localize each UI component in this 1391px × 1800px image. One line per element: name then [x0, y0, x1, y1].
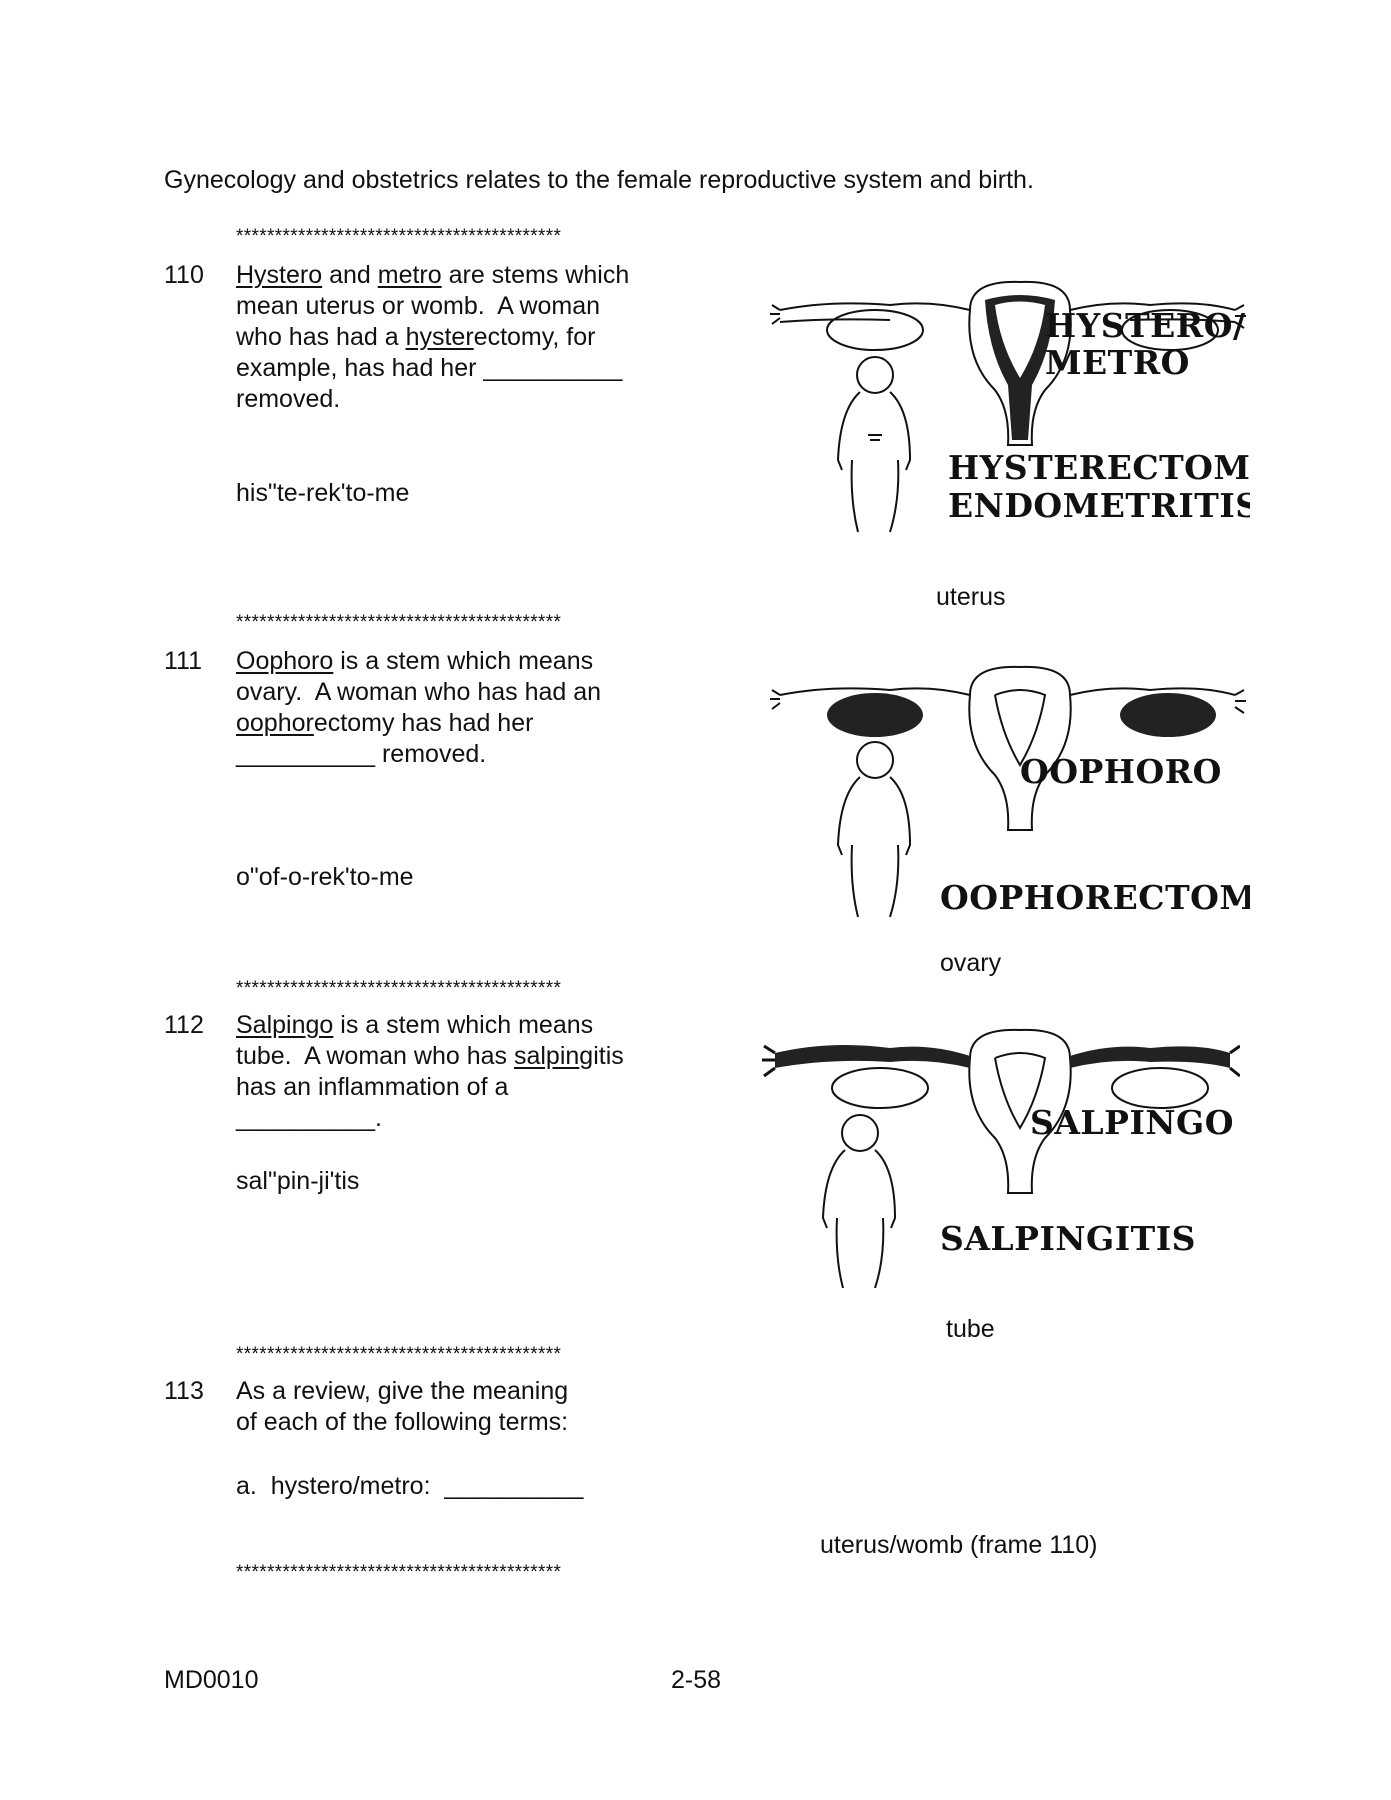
frame-number: 112 — [164, 1011, 204, 1039]
text-segment: is a stem which means — [333, 1011, 594, 1039]
label-oophorectomy: OOPHORECTOMY — [940, 878, 1250, 917]
tube-illustration: SALPINGO SALPINGITIS — [760, 1018, 1240, 1288]
label-oophoro: OOPHORO — [1020, 752, 1222, 791]
frame-number: 110 — [164, 261, 204, 289]
stem-term: oophor — [236, 709, 314, 737]
text-segment: ectomy, for — [473, 323, 596, 351]
text-segment: who has had a — [236, 323, 406, 351]
text-segment: are stems which — [441, 261, 630, 289]
pronunciation: o"of-o-rek'to-me — [236, 863, 414, 891]
frame-text-line: Hystero and metro are stems which — [236, 260, 629, 291]
text-segment: mean uterus or womb. A woman — [236, 292, 601, 320]
text-segment: example, has had her __________ — [236, 354, 623, 382]
text-segment: has an inflammation of a — [236, 1073, 509, 1101]
text-segment: of each of the following terms: — [236, 1408, 569, 1436]
frame-text-line: As a review, give the meaning — [236, 1376, 568, 1407]
uterus-illustration: HYSTERO/ METRO HYSTERECTOMY ENDOMETRITIS — [770, 270, 1250, 540]
separator: ****************************************… — [236, 612, 562, 633]
text-segment: __________. — [236, 1104, 382, 1132]
separator: ****************************************… — [236, 226, 562, 247]
frame-number: 111 — [164, 647, 203, 675]
frame-text-line: removed. — [236, 384, 629, 415]
stem-term: Salpingo — [236, 1011, 334, 1039]
separator: ****************************************… — [236, 1344, 562, 1365]
label-hysterectomy: HYSTERECTOMY — [948, 448, 1250, 487]
frame-text-line: example, has had her __________ — [236, 353, 629, 384]
frame-number: 113 — [164, 1377, 204, 1405]
text-segment: is a stem which means — [333, 647, 594, 675]
label-metro: METRO — [1045, 343, 1190, 382]
frame-text: As a review, give the meaning of each of … — [236, 1376, 568, 1438]
stem-term: Oophoro — [236, 647, 334, 675]
intro-text: Gynecology and obstetrics relates to the… — [164, 166, 1034, 194]
answer: uterus/womb (frame 110) — [820, 1531, 1098, 1559]
label-salpingo: SALPINGO — [1030, 1103, 1234, 1142]
text-segment: __________ removed. — [236, 740, 487, 768]
label-endometritis: ENDOMETRITIS — [948, 486, 1250, 525]
pronunciation: sal"pin-ji'tis — [236, 1167, 360, 1195]
frame-text-line: oophorectomy has had her — [236, 708, 601, 739]
answer: tube — [946, 1315, 995, 1343]
text-segment: removed. — [236, 385, 341, 413]
ovary-illustration: OOPHORO OOPHORECTOMY — [770, 655, 1250, 925]
female-figure-icon — [821, 1114, 897, 1288]
female-figure-icon — [836, 741, 912, 918]
separator: ****************************************… — [236, 978, 562, 999]
review-item: a. hystero/metro: __________ — [236, 1472, 584, 1500]
frame-text-line: __________ removed. — [236, 739, 601, 770]
stem-term: salpin — [513, 1042, 580, 1070]
text-segment: tube. A woman who has — [236, 1042, 514, 1070]
text-segment: and — [322, 261, 378, 289]
female-figure-icon — [836, 356, 912, 533]
frame-text-line: Salpingo is a stem which means — [236, 1010, 624, 1041]
frame-text-line: has an inflammation of a — [236, 1072, 624, 1103]
stem-term: hyster — [405, 323, 474, 351]
page-number: 2-58 — [671, 1666, 722, 1694]
frame-text-line: __________. — [236, 1103, 624, 1134]
frame-text-line: mean uterus or womb. A woman — [236, 291, 629, 322]
separator: ****************************************… — [236, 1562, 562, 1583]
answer: ovary — [940, 949, 1002, 977]
label-salpingitis: SALPINGITIS — [940, 1219, 1196, 1258]
frame-text-line: Oophoro is a stem which means — [236, 646, 601, 677]
stem-term: Hystero — [236, 261, 323, 289]
text-segment: As a review, give the meaning — [236, 1377, 569, 1405]
label-hystero: HYSTERO/ — [1045, 306, 1246, 345]
frame-text-line: ovary. A woman who has had an — [236, 677, 601, 708]
stem-term: metro — [377, 261, 442, 289]
pronunciation: his"te-rek'to-me — [236, 479, 410, 507]
text-segment: ectomy has had her — [313, 709, 534, 737]
frame-text-line: tube. A woman who has salpingitis — [236, 1041, 624, 1072]
text-segment: gitis — [579, 1042, 624, 1070]
frame-text-line: of each of the following terms: — [236, 1407, 568, 1438]
text-segment: ovary. A woman who has had an — [236, 678, 602, 706]
footer-code: MD0010 — [164, 1666, 259, 1694]
frame-text-line: who has had a hysterectomy, for — [236, 322, 629, 353]
answer: uterus — [936, 583, 1006, 611]
